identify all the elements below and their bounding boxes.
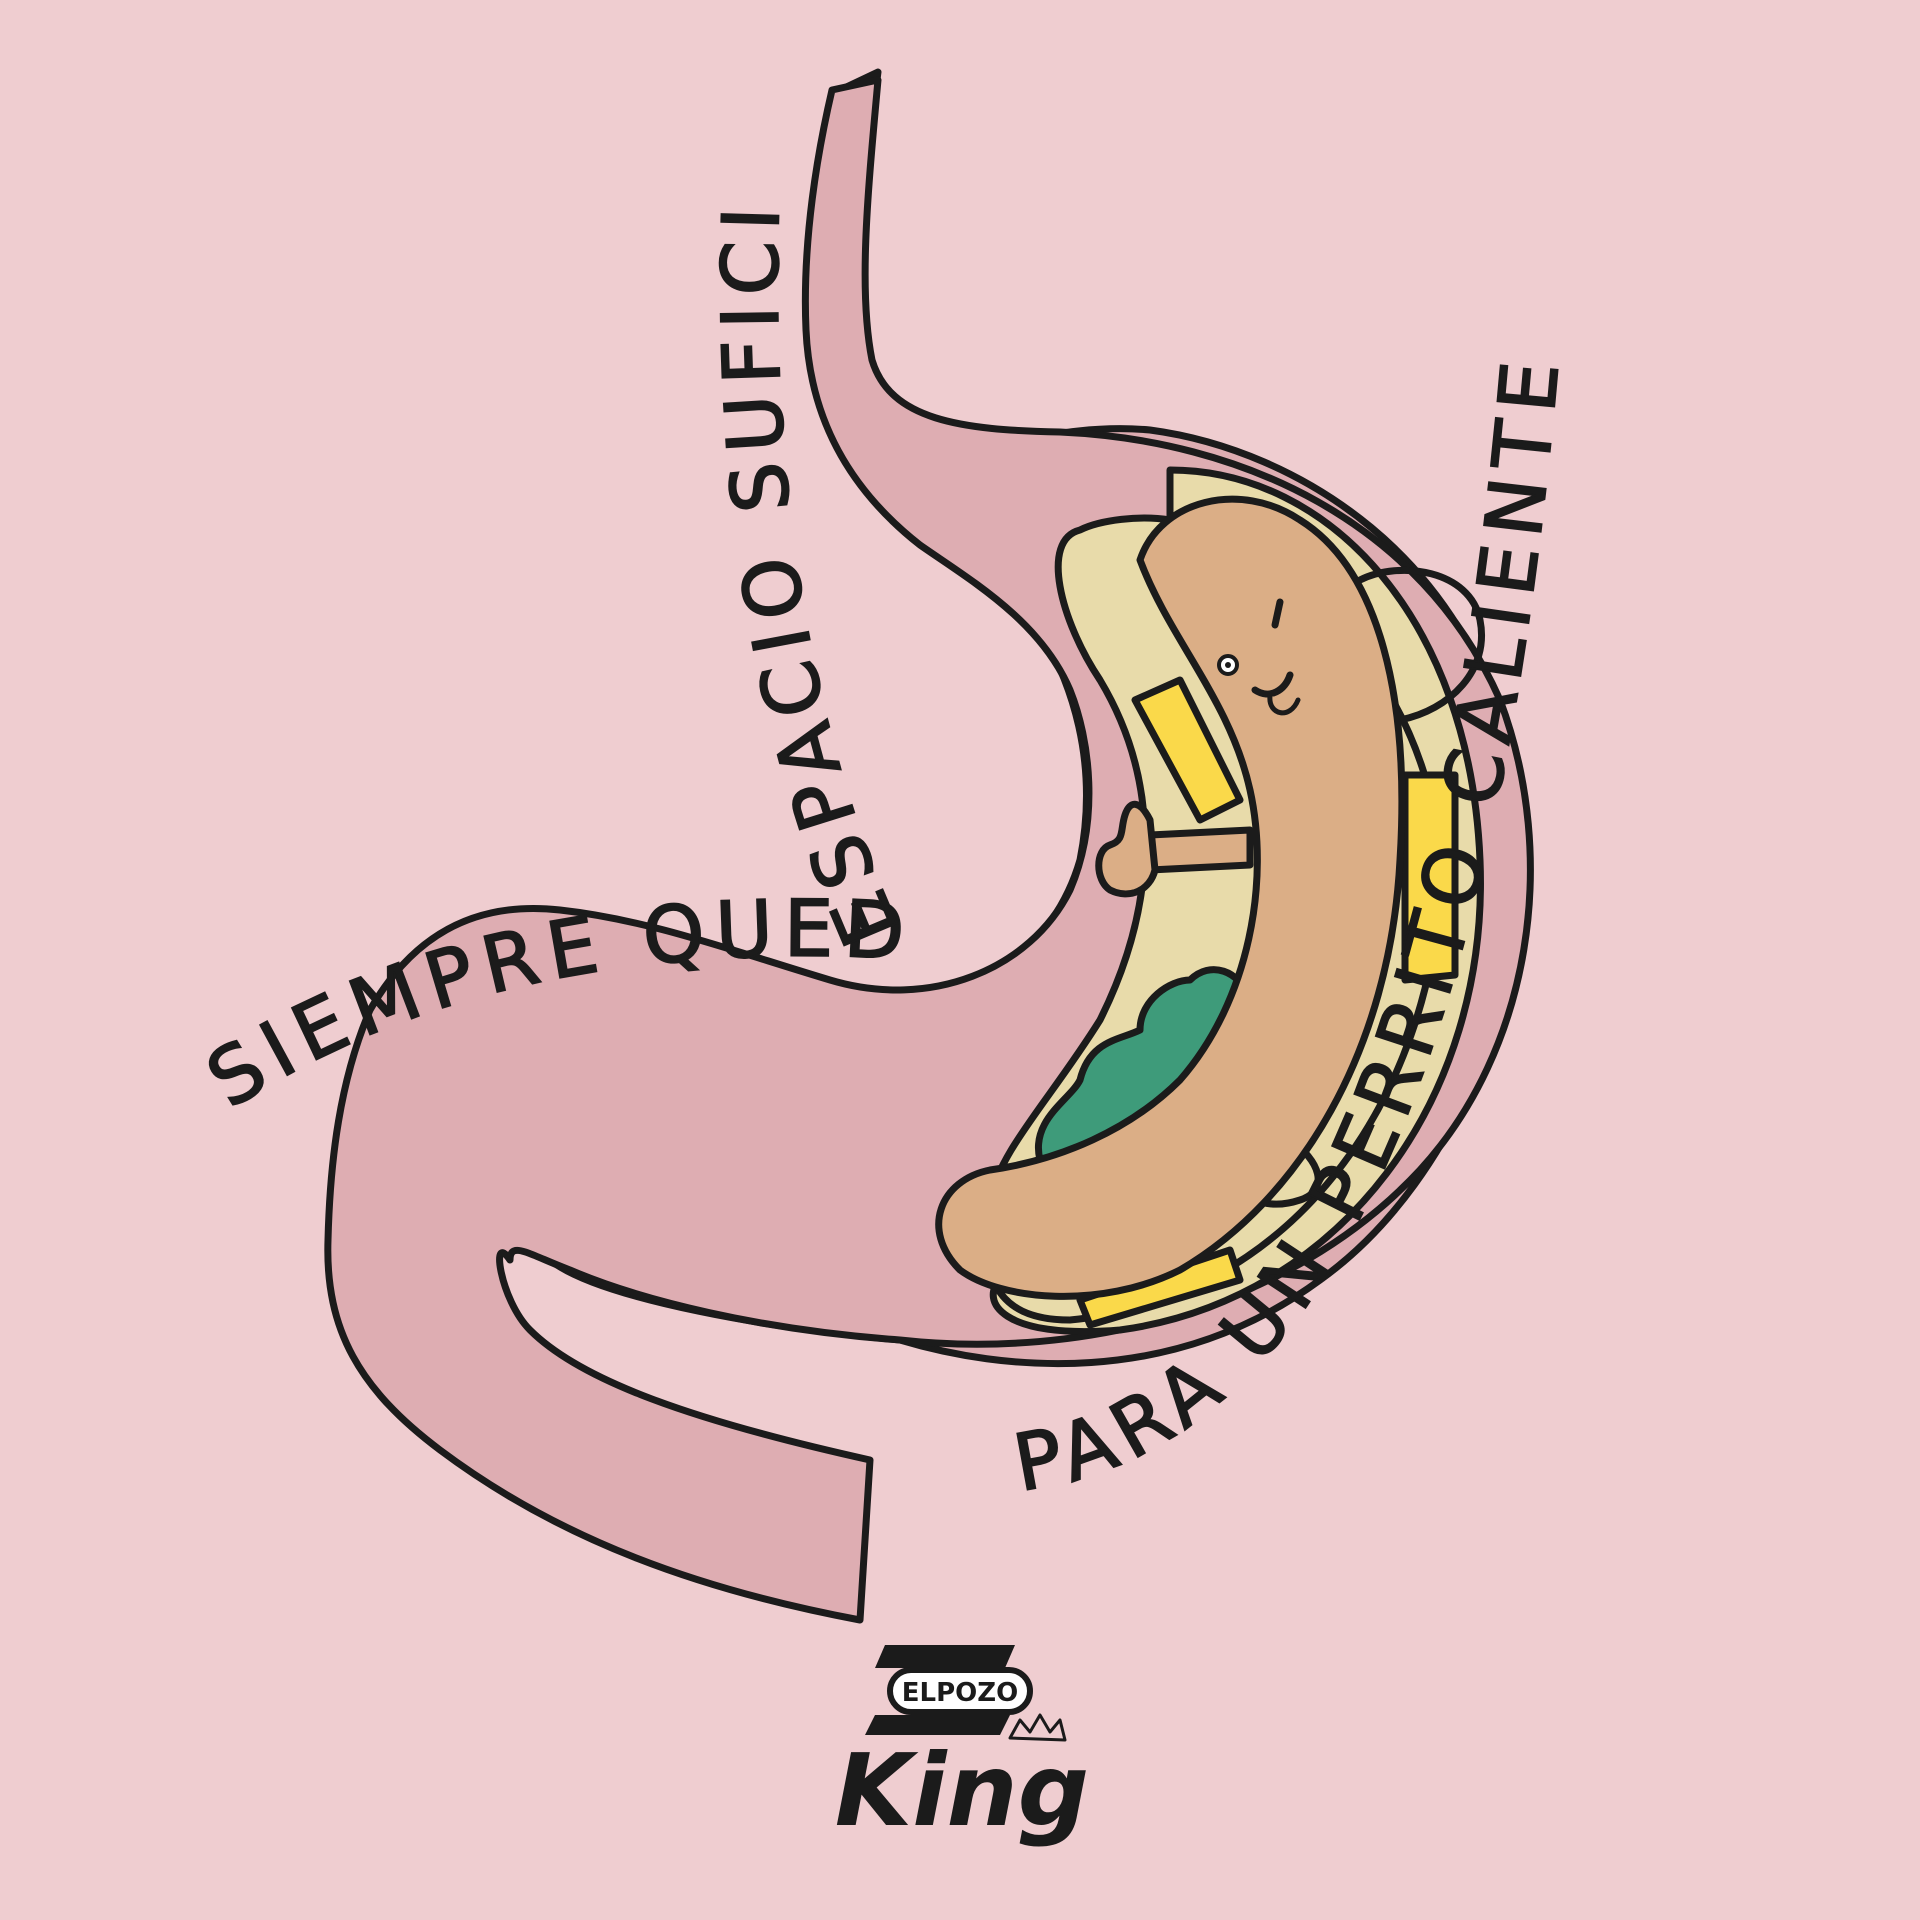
mustard-left [1131, 676, 1244, 824]
logo-product-text: King [835, 1732, 1090, 1849]
headline-line2: ESPACIO SUFICIENTE [0, 0, 917, 958]
brand-logo: ELPOZO King [835, 1645, 1090, 1849]
mouth [1251, 671, 1294, 698]
hot-dog [935, 466, 1485, 1335]
sausage-arm [1146, 826, 1254, 874]
pupil [1225, 662, 1231, 668]
thumbs-up-hand [1095, 800, 1159, 898]
onion-ring [1356, 566, 1485, 724]
logo-stripe-top [875, 1645, 1015, 1668]
eye-wink [1271, 598, 1284, 629]
logo-badge [887, 1667, 1033, 1715]
logo-stripe-bottom [865, 1715, 1010, 1735]
crown-icon [1008, 1713, 1067, 1742]
tongue [1267, 693, 1301, 716]
mustard-right [1401, 771, 1459, 984]
logo-brand-text: ELPOZO [902, 1678, 1018, 1708]
